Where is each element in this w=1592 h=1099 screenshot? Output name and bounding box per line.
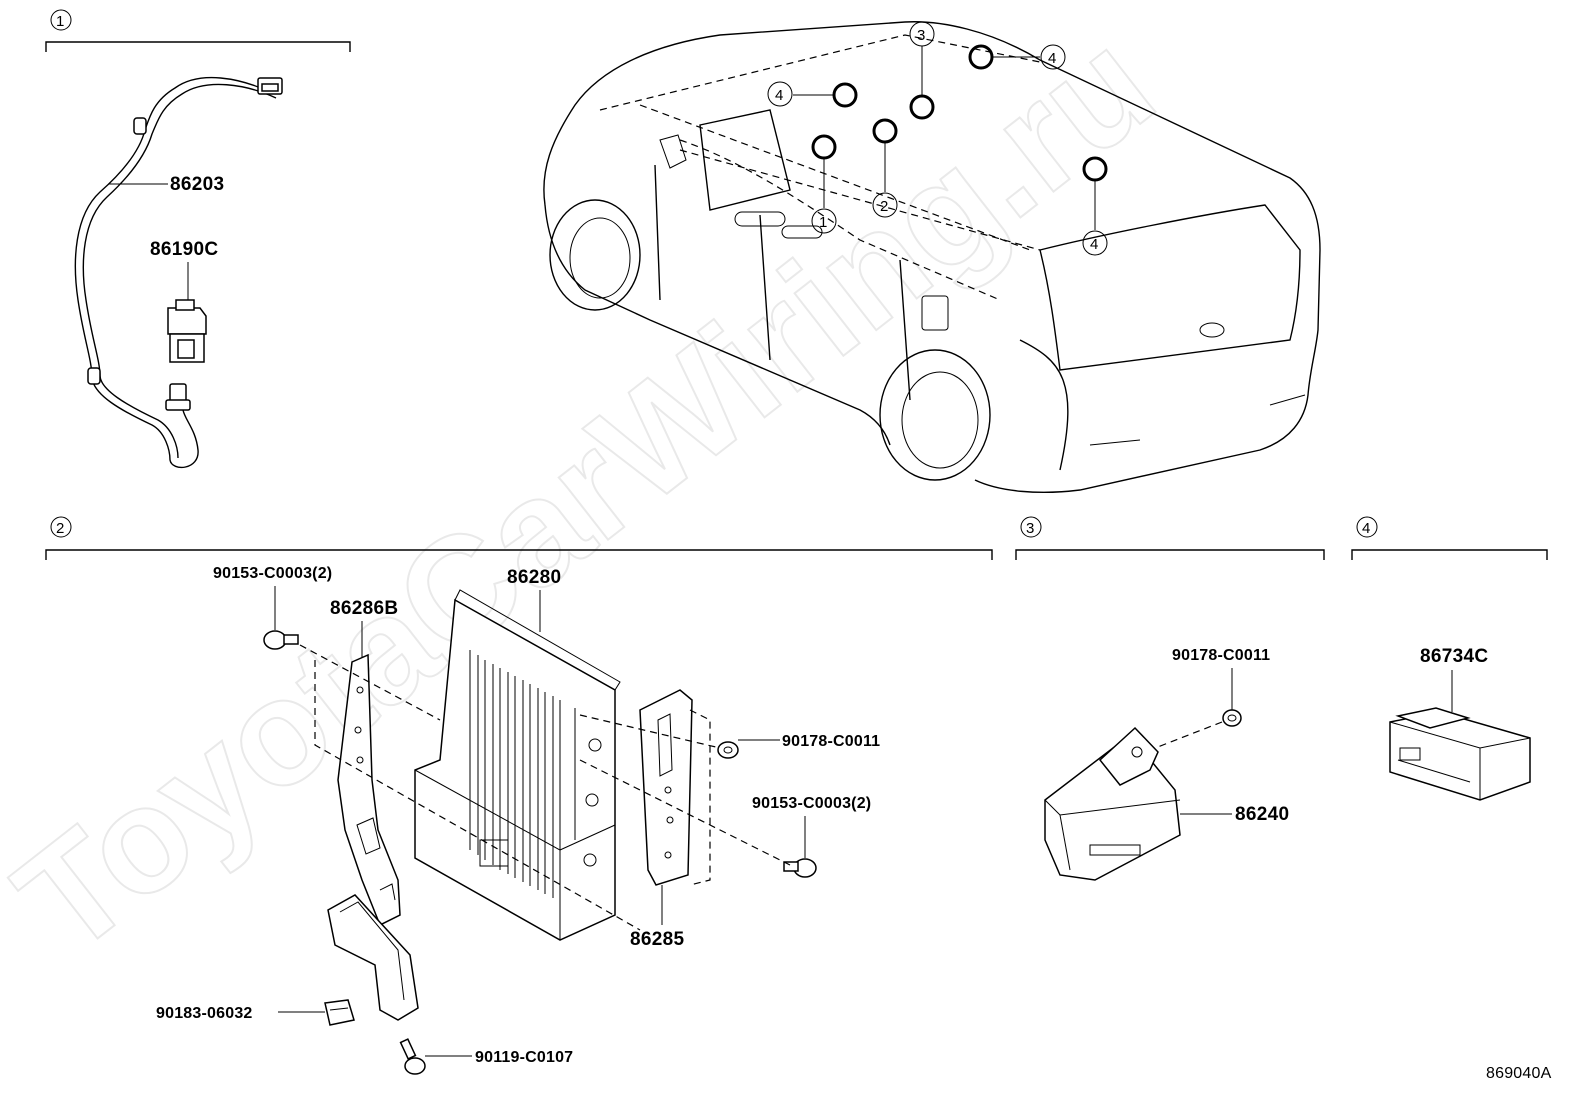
group-4-header: 4 xyxy=(1351,516,1548,560)
assembly-dashed-lines-group2 xyxy=(299,644,791,931)
bolt-90119-illustration xyxy=(399,1038,426,1075)
group-2-header: 2 xyxy=(45,516,993,560)
vehicle-illustration xyxy=(543,21,1321,493)
part-number-86190C: 86190C xyxy=(150,239,218,260)
group-3-label: 3 xyxy=(1026,520,1034,537)
vehicle-callout-4a: 4 xyxy=(1048,50,1056,67)
vehicle-callouts: 4 4 3 4 1 2 xyxy=(767,21,1108,256)
bolt-90153-right-illustration xyxy=(783,858,817,878)
group-1-header: 1 xyxy=(45,9,351,52)
part-number-86203: 86203 xyxy=(170,174,224,195)
clip-90183-illustration xyxy=(324,999,355,1026)
vehicle-callout-2: 2 xyxy=(880,198,888,215)
part-number-90119: 90119-C0107 xyxy=(475,1049,573,1066)
amplifier-illustration xyxy=(414,589,621,941)
part-number-86280: 86280 xyxy=(507,567,561,588)
group-3-header: 3 xyxy=(1015,516,1325,560)
part-number-90153-top: 90153-C0003(2) xyxy=(213,565,332,582)
part-number-90178-group2: 90178-C0011 xyxy=(782,733,880,750)
part-number-90153-right: 90153-C0003(2) xyxy=(752,795,871,812)
diagram-code: 869040A xyxy=(1486,1065,1552,1082)
wire-harness-illustration xyxy=(74,76,283,469)
group-2-label: 2 xyxy=(56,520,64,537)
module-86734C-illustration xyxy=(1389,707,1531,801)
vehicle-callout-1: 1 xyxy=(819,214,827,231)
group-1-label: 1 xyxy=(56,13,64,30)
part-number-90183: 90183-06032 xyxy=(156,1005,253,1022)
part-number-86240: 86240 xyxy=(1235,804,1289,825)
vehicle-callout-4b: 4 xyxy=(775,87,783,104)
nut-90178-group2-illustration xyxy=(717,741,739,759)
part-number-90178-group3: 90178-C0011 xyxy=(1172,647,1270,664)
part-number-86734C: 86734C xyxy=(1420,646,1488,667)
vehicle-callout-4c: 4 xyxy=(1090,236,1098,253)
ecu-86240-illustration xyxy=(1044,726,1181,881)
switch-illustration xyxy=(167,299,207,363)
bracket-86285-illustration xyxy=(639,689,693,886)
vehicle-callout-3: 3 xyxy=(917,27,925,44)
group-4-label: 4 xyxy=(1362,520,1370,537)
bolt-90153-top-illustration xyxy=(263,630,299,650)
part-number-86285: 86285 xyxy=(630,929,684,950)
bracket-86286B-illustration xyxy=(327,653,419,1021)
part-number-86286B: 86286B xyxy=(330,598,398,619)
nut-90178-group3-illustration xyxy=(1222,709,1242,727)
